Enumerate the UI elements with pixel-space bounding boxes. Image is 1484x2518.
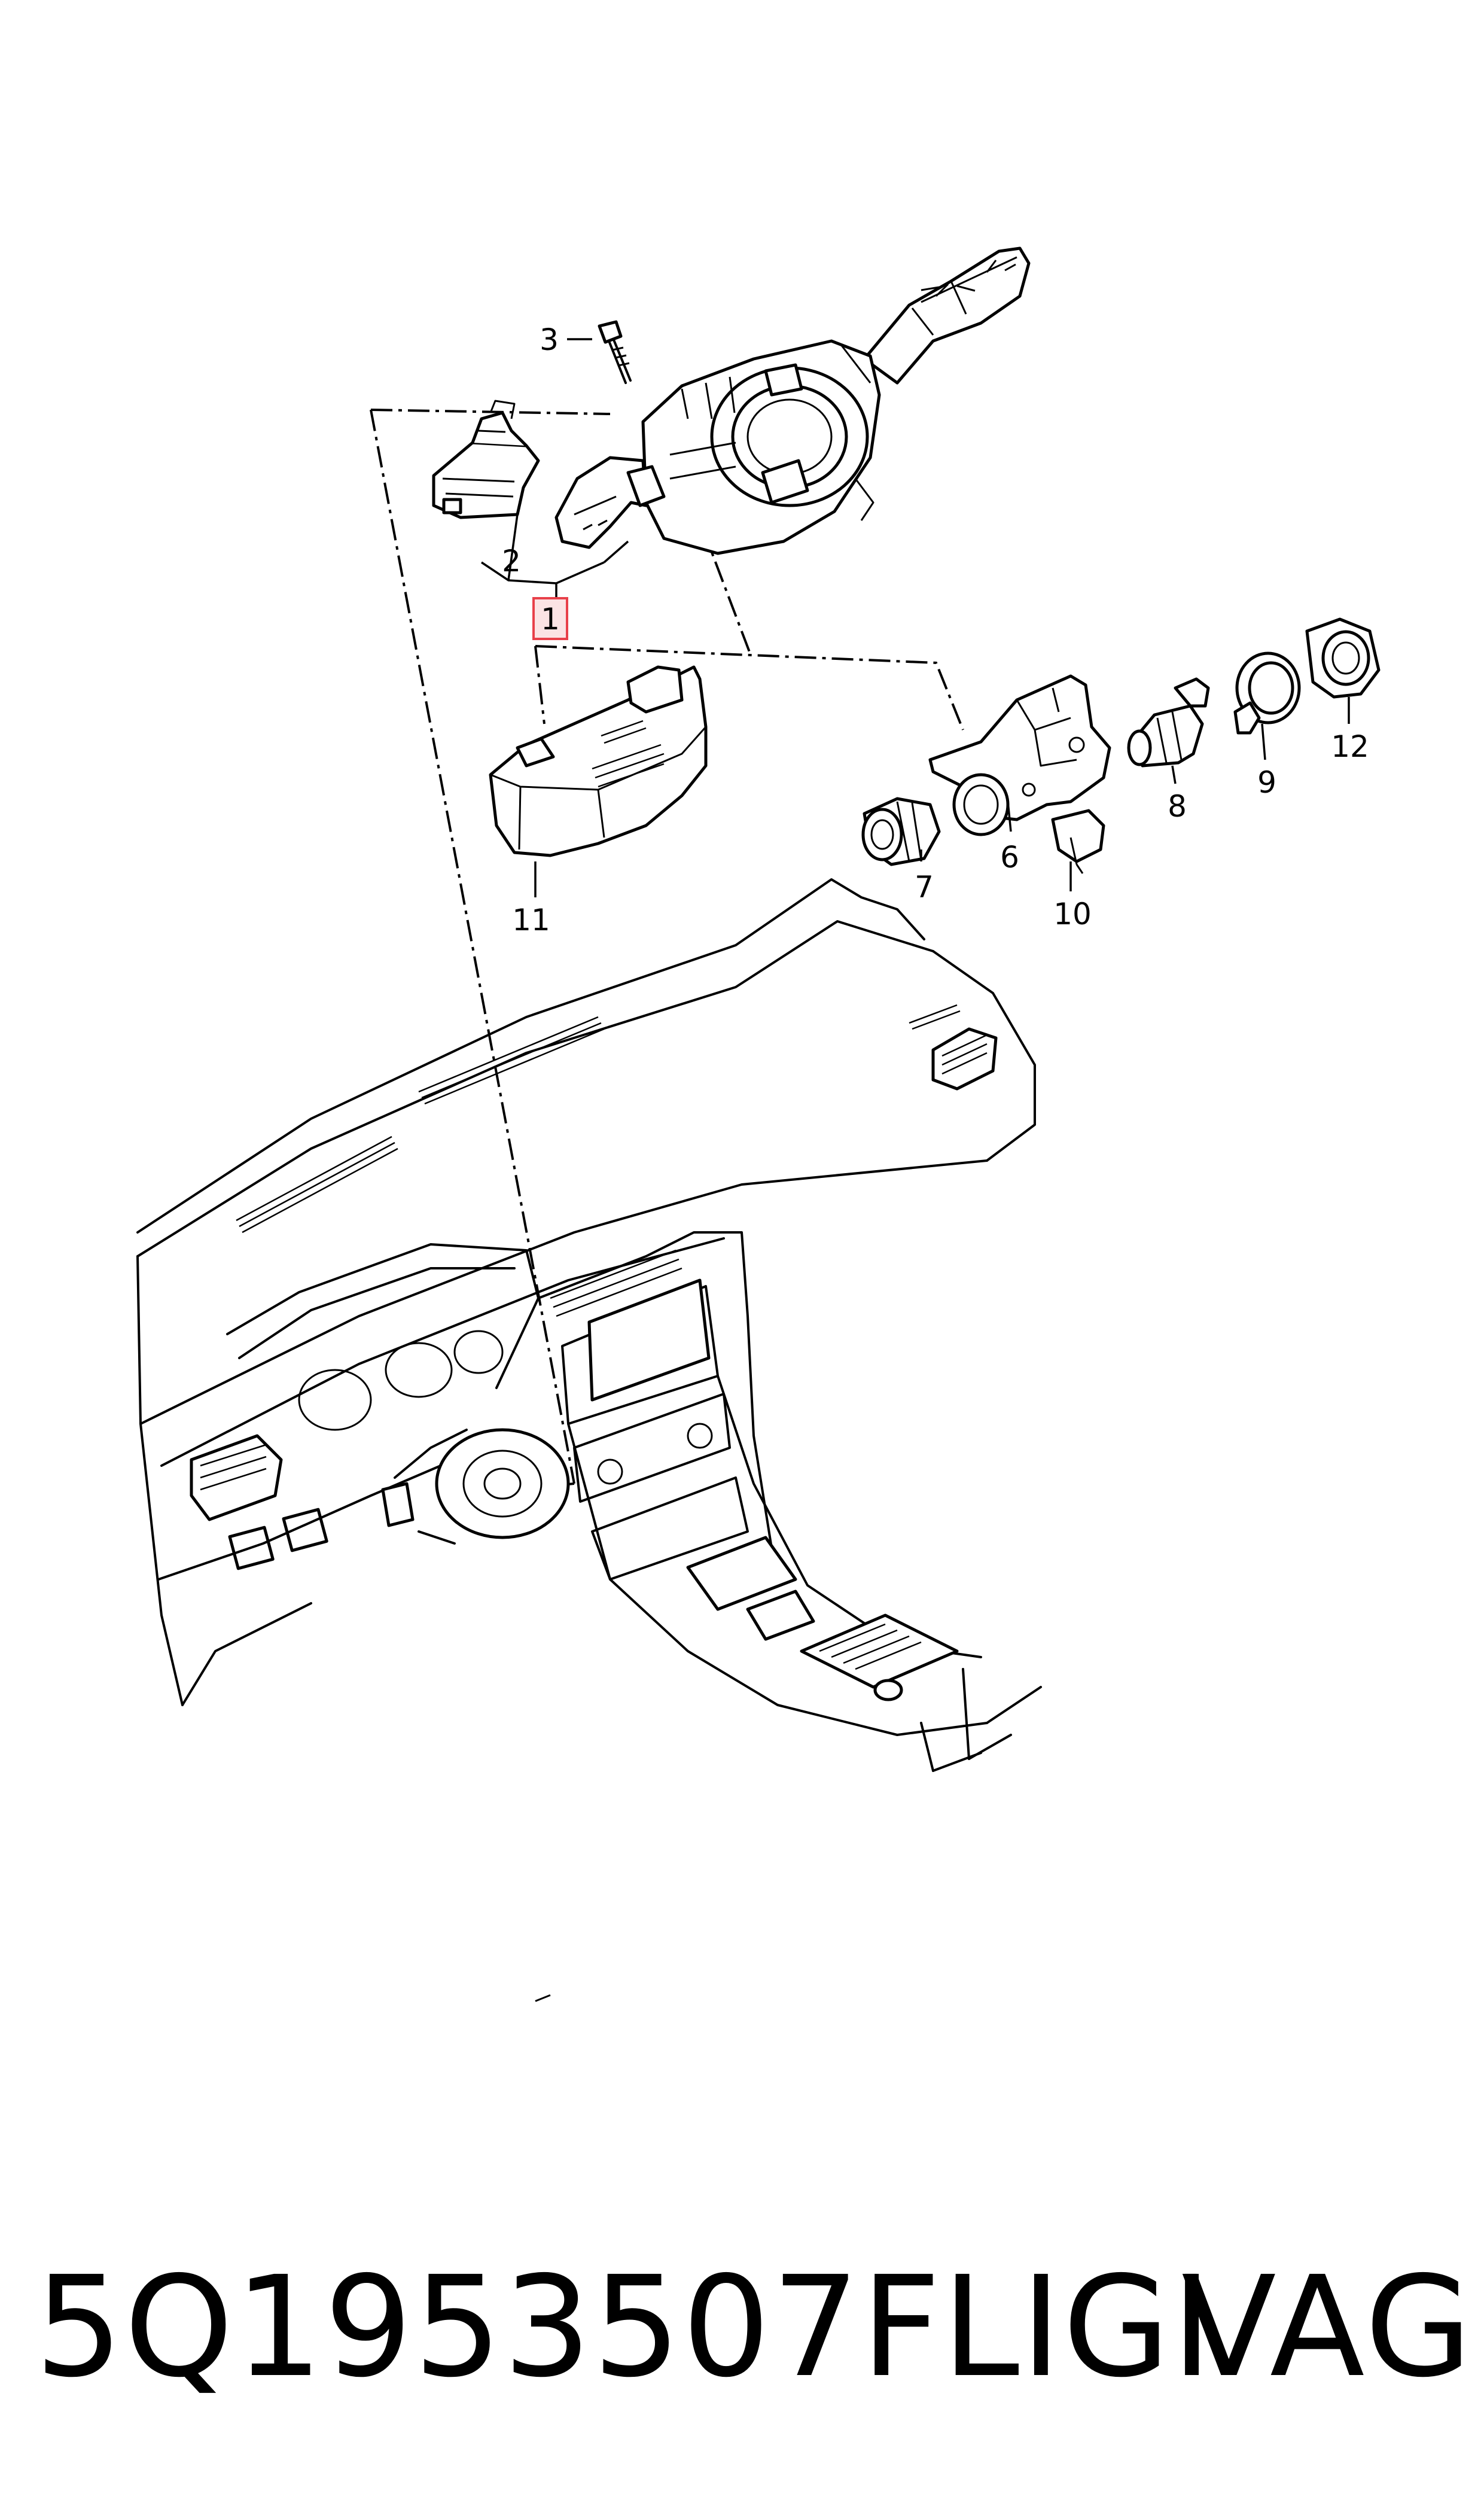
footer: 5Q1953507FLIGI VAG (0, 2249, 1484, 2405)
part-knob (861, 797, 941, 866)
callout-labels: 1 2 3 6 7 8 9 10 11 12 (502, 322, 1369, 937)
part-combination-switch (554, 246, 1031, 555)
part-screw (598, 320, 632, 384)
part-ignition-housing (928, 674, 1111, 836)
part-lock-cylinder (1127, 677, 1210, 768)
callout-10[interactable]: 10 (1053, 897, 1092, 931)
part-sensor-bracket (432, 400, 540, 519)
dashboard-illustration (136, 878, 1042, 1772)
stray-mark (535, 1994, 551, 2002)
part-number: 5Q1953507FLIGI (35, 2246, 1214, 2408)
callout-2[interactable]: 2 (502, 544, 521, 578)
callout-leaders (481, 338, 1350, 897)
callout-8[interactable]: 8 (1168, 789, 1187, 824)
callout-1-highlight (532, 597, 568, 640)
callout-12[interactable]: 12 (1331, 729, 1369, 764)
callout-3[interactable]: 3 (540, 322, 559, 357)
part-trim-ring (1305, 617, 1381, 699)
part-small-connector (1051, 809, 1105, 874)
callout-6[interactable]: 6 (1000, 840, 1019, 875)
part-column-cover (489, 665, 708, 857)
callout-11[interactable]: 11 (512, 903, 550, 937)
callout-1[interactable]: 1 (541, 602, 560, 637)
callout-7[interactable]: 7 (915, 870, 934, 905)
part-ring-connector (1233, 651, 1301, 735)
callout-9[interactable]: 9 (1257, 765, 1276, 800)
brand-name: VAG (1181, 2246, 1475, 2408)
